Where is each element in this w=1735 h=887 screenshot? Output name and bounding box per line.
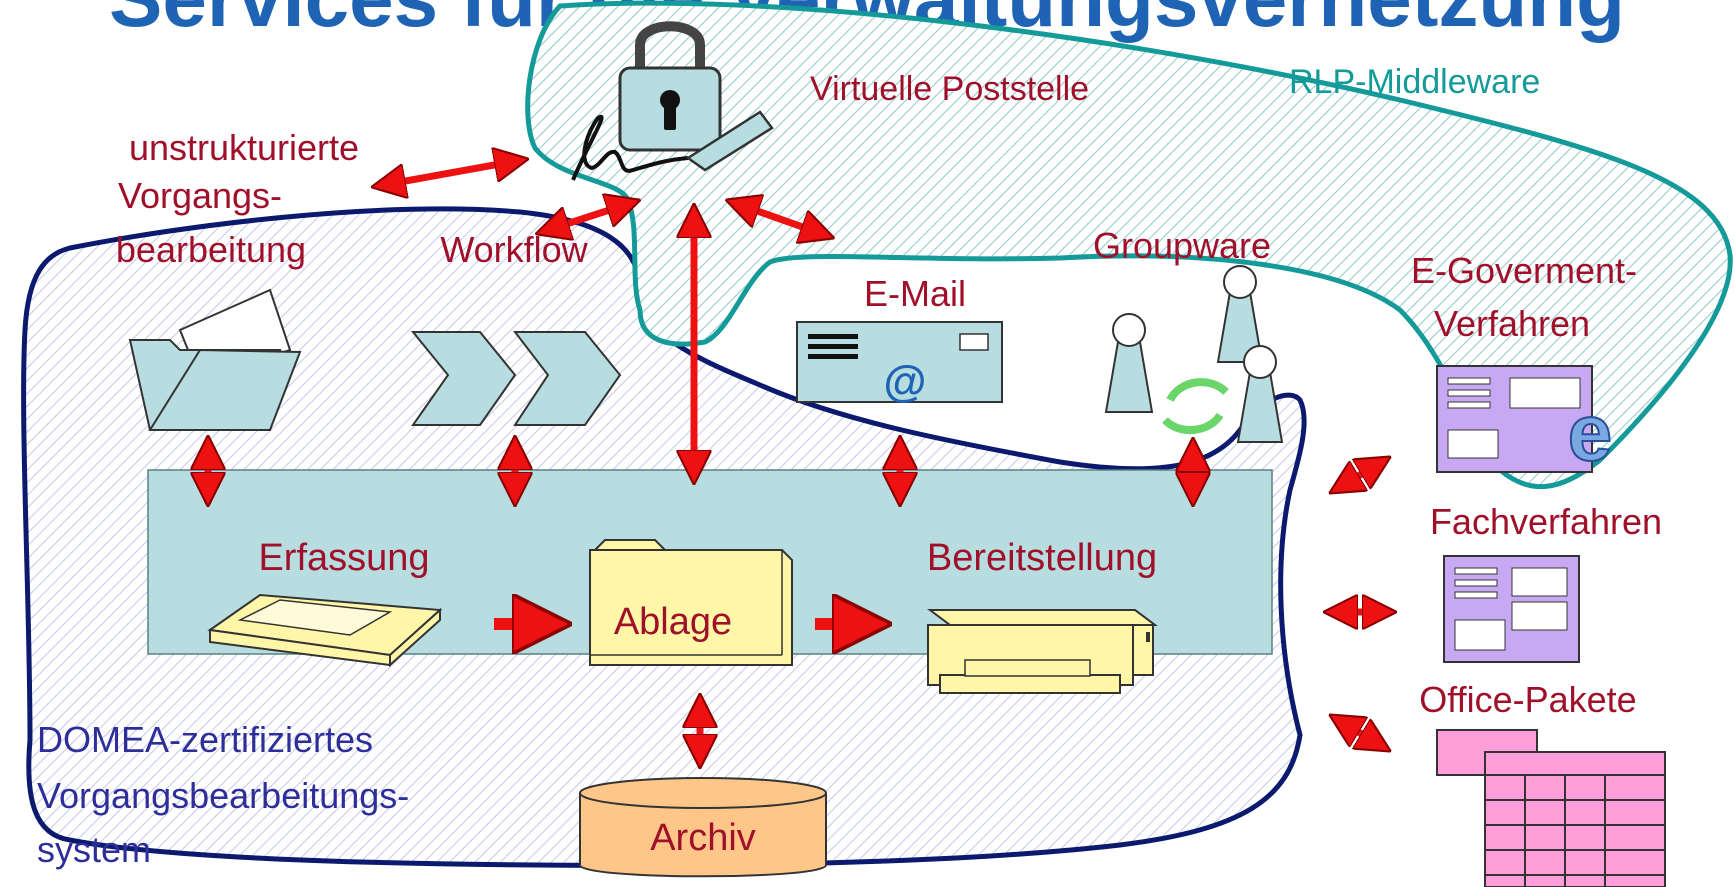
domea-label-3: system xyxy=(37,829,151,870)
arrow-core-office xyxy=(1335,718,1385,748)
middleware-region xyxy=(525,0,1733,490)
unstructured-label-3: bearbeitung xyxy=(116,229,306,270)
domea-label-2: Vorgangsbearbeitungs- xyxy=(37,775,409,816)
scanner-icon xyxy=(207,593,443,668)
arrow-workflow-poststelle xyxy=(542,202,634,232)
workflow-label: Workflow xyxy=(440,229,588,270)
archiv-label: Archiv xyxy=(650,817,756,859)
bereitstellung-label: Bereitstellung xyxy=(927,537,1157,579)
ablage-folder-icon xyxy=(589,539,793,666)
email-label: E-Mail xyxy=(864,273,966,314)
spreadsheet-icon xyxy=(1436,729,1666,887)
unstructured-label-2: Vorgangs- xyxy=(118,175,282,216)
signature-pen-icon xyxy=(571,110,774,181)
egov-label-1: E-Goverment- xyxy=(1411,250,1637,291)
middleware-label: RLP-Middleware xyxy=(1289,63,1540,101)
arrow-unstructured-poststelle xyxy=(378,160,522,186)
arrow-core-egov xyxy=(1335,460,1385,490)
arrow-poststelle-email xyxy=(732,202,828,236)
egov-e-symbol: e xyxy=(1568,388,1613,477)
groupware-people-icon xyxy=(1104,265,1284,443)
padlock-icon xyxy=(618,21,722,152)
egov-form-icon: e xyxy=(1436,365,1613,478)
poststelle-label: Virtuelle Poststelle xyxy=(810,70,1089,108)
archiv-cylinder-icon xyxy=(579,777,827,878)
fachverfahren-form-icon xyxy=(1443,555,1580,663)
egov-label-2: Verfahren xyxy=(1434,303,1590,344)
arrows xyxy=(208,160,1390,762)
unstructured-label-1: unstrukturierte xyxy=(129,127,359,168)
ablage-label: Ablage xyxy=(614,601,732,643)
fach-label: Fachverfahren xyxy=(1430,501,1662,542)
email-envelope-icon: @ xyxy=(796,321,1003,406)
domea-label-1: DOMEA-zertifiziertes xyxy=(37,719,373,760)
folder-icon xyxy=(128,288,302,431)
groupware-label: Groupware xyxy=(1093,225,1271,266)
at-symbol: @ xyxy=(884,357,927,406)
erfassung-label: Erfassung xyxy=(258,537,429,579)
office-label: Office-Pakete xyxy=(1419,679,1636,720)
printer-icon xyxy=(927,609,1158,694)
workflow-chevron-icon xyxy=(410,331,622,426)
